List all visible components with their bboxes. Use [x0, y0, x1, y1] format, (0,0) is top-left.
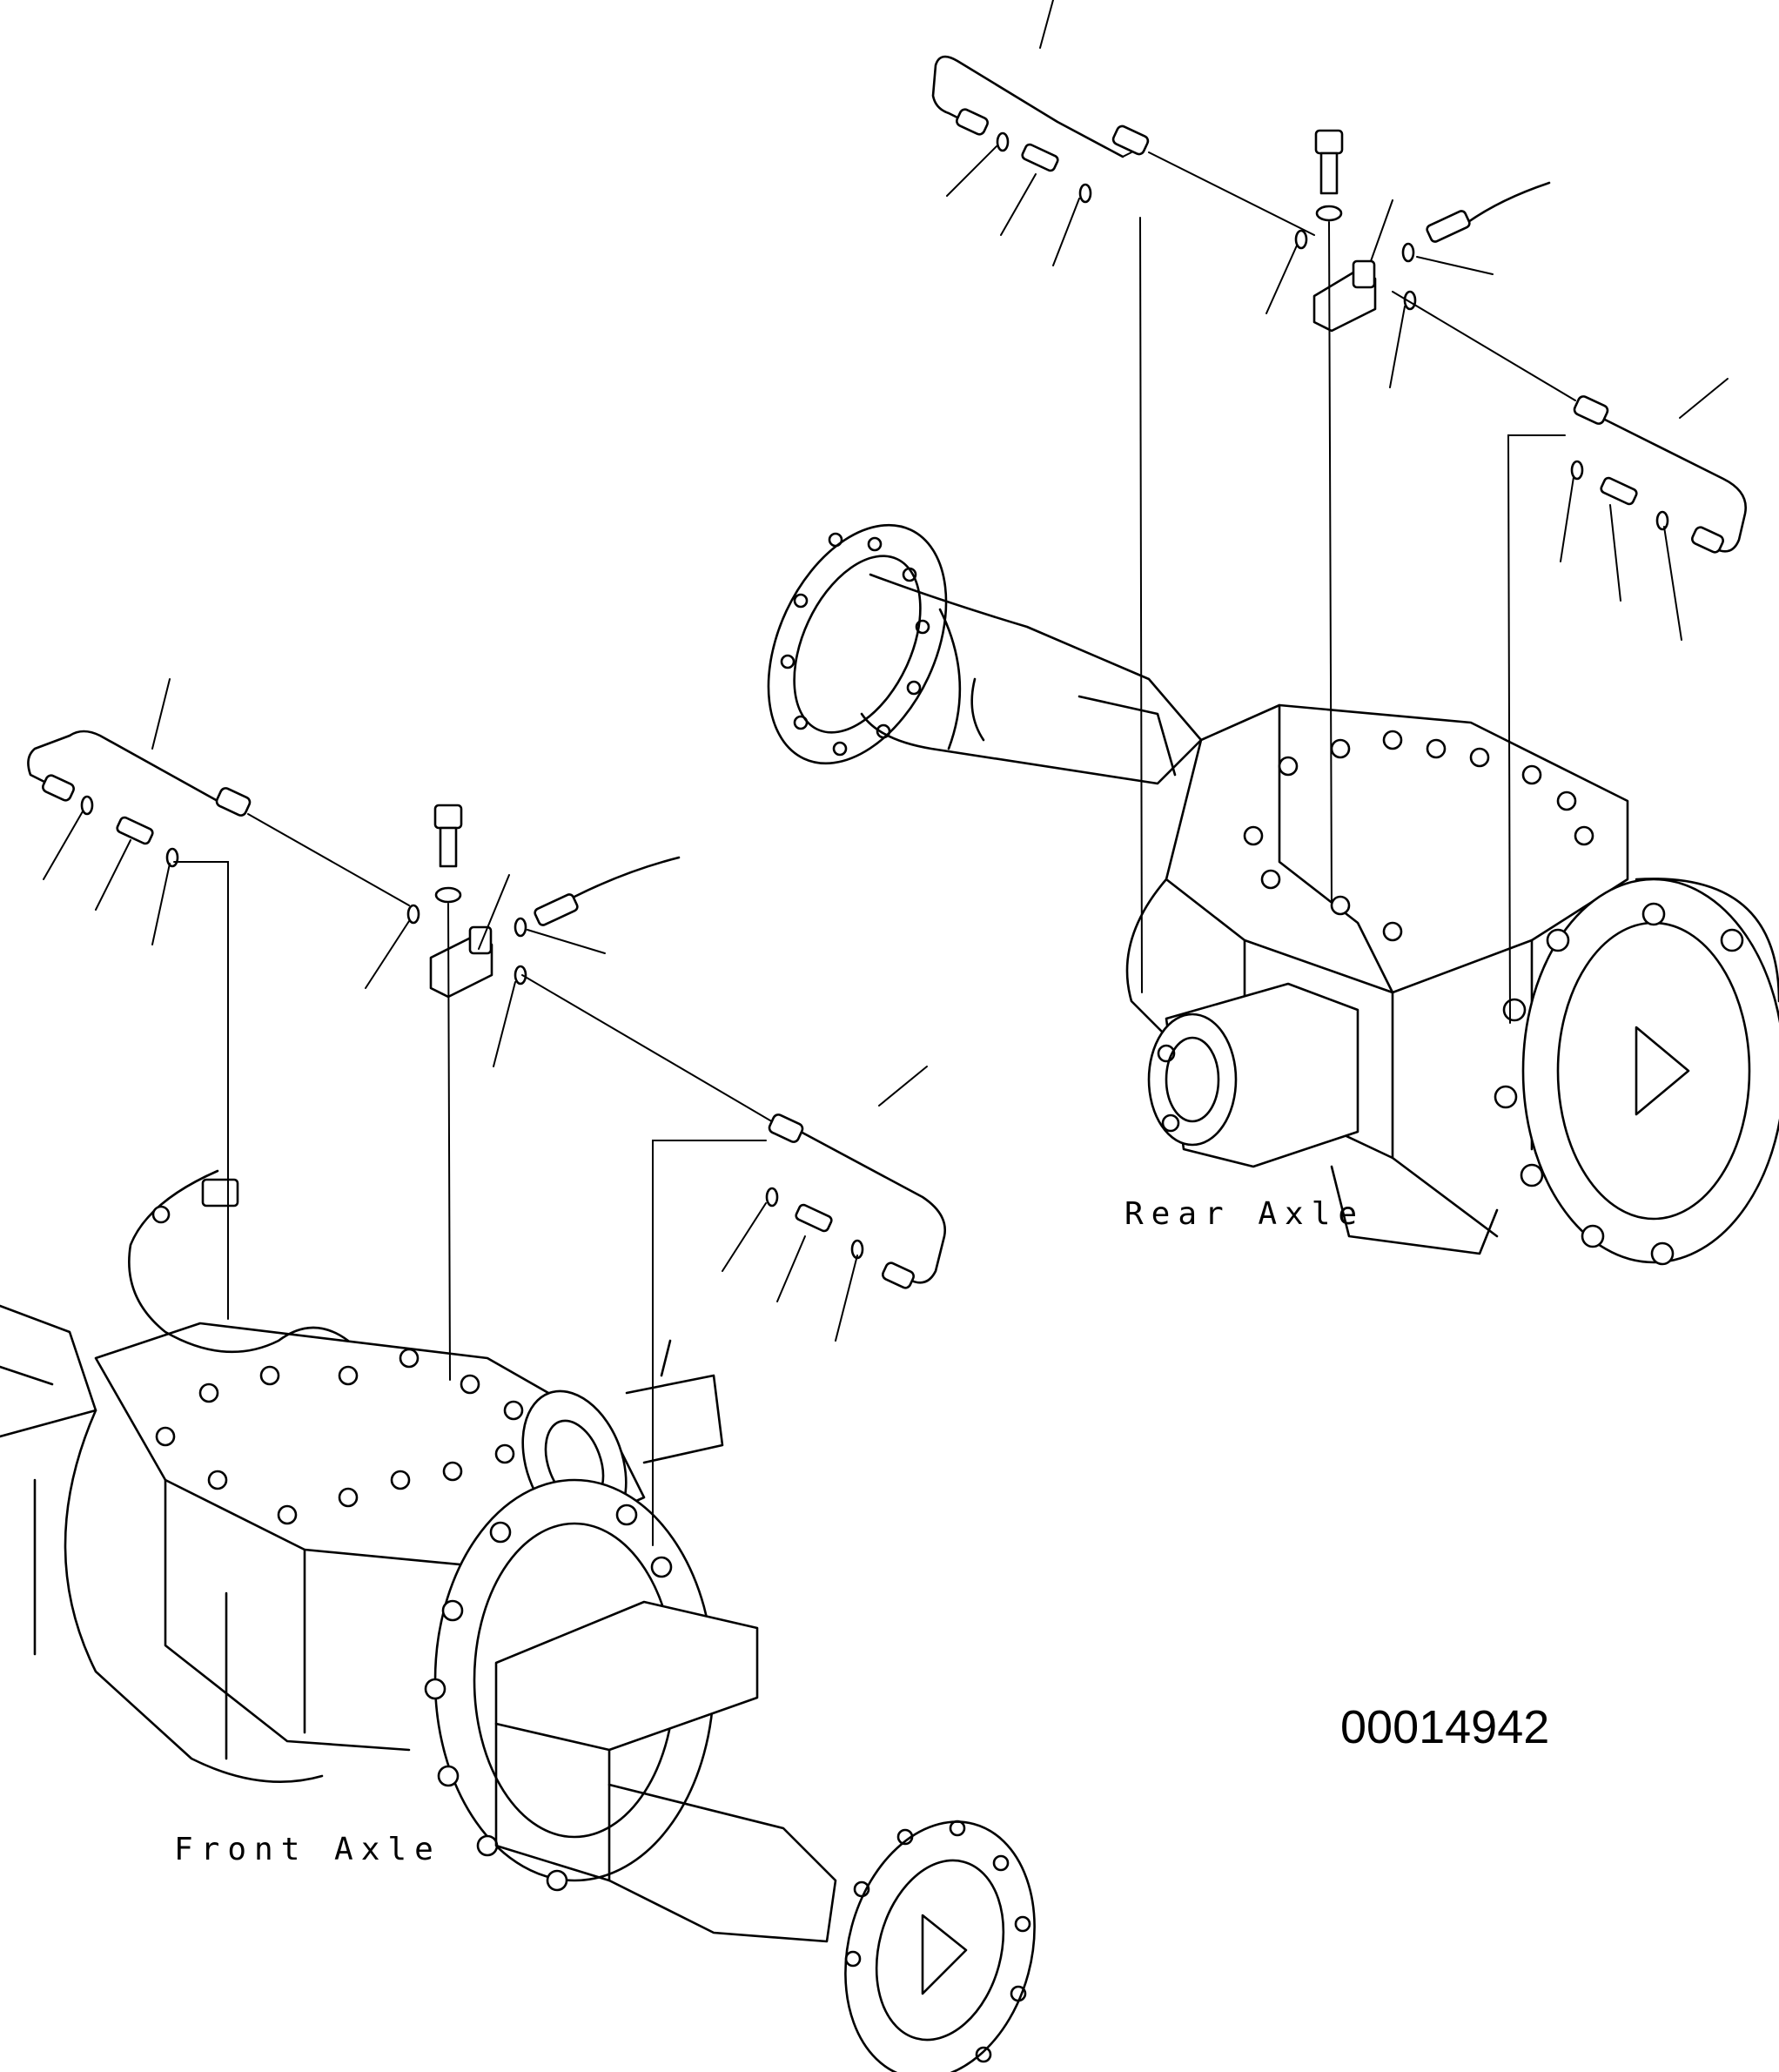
front-fitting-icon: [116, 816, 154, 845]
rear-upper-connector-icon: [956, 108, 989, 136]
rear-lower-nut-icon: [1573, 395, 1609, 425]
o-ring-icon: [406, 904, 420, 925]
o-ring-icon: [80, 795, 94, 816]
front-cover-bolts: [155, 1348, 524, 1525]
o-ring-icon: [1401, 242, 1415, 263]
rear-bolt-icon: [1314, 129, 1344, 195]
rear-axle-assembly: [767, 523, 1779, 1266]
front-wiring-harness-icon: [128, 1169, 350, 1354]
rear-left-hub-icon: [767, 523, 948, 765]
rear-fitting-icon: [1021, 143, 1059, 172]
o-ring-icon: [514, 965, 527, 986]
front-right-hub-icon: [844, 1820, 1036, 2072]
rear-fitting-2-icon: [1600, 476, 1638, 506]
o-ring-icon: [1655, 510, 1669, 531]
rear-cover-bolts: [1243, 730, 1594, 942]
front-fitting-2-icon: [795, 1203, 833, 1233]
front-washer-icon: [434, 886, 462, 904]
o-ring-icon: [1403, 290, 1417, 311]
o-ring-icon: [1294, 229, 1308, 250]
o-ring-icon: [1570, 460, 1584, 481]
rear-brake-tubes: [931, 0, 1748, 1024]
front-axle-label: Front Axle: [174, 1832, 441, 1867]
o-ring-icon: [765, 1187, 779, 1208]
rear-hose-icon: [1426, 181, 1551, 243]
drawing-number: 00014942: [1340, 1701, 1549, 1753]
front-brake-tubes: [27, 678, 947, 1546]
o-ring-icon: [165, 847, 179, 868]
rear-axle-label: Rear Axle: [1124, 1196, 1365, 1232]
o-ring-icon: [1078, 183, 1092, 204]
front-upper-nut-icon: [215, 787, 252, 817]
rear-washer-icon: [1315, 205, 1343, 222]
front-upper-tube-icon: [27, 730, 219, 803]
rear-lower-connector-icon: [1691, 526, 1724, 554]
rear-upper-nut-icon: [1111, 124, 1150, 156]
front-lower-nut-icon: [768, 1113, 804, 1143]
o-ring-icon: [514, 917, 527, 938]
o-ring-icon: [996, 131, 1010, 152]
rear-right-flange-icon: [1494, 878, 1779, 1266]
front-axle-assembly: [0, 1304, 1036, 2072]
front-bolt-icon: [433, 804, 463, 868]
front-lower-connector-icon: [882, 1261, 915, 1289]
rear-input-flange-icon: [1147, 982, 1359, 1168]
rear-upper-tube-icon: [931, 55, 1124, 158]
rear-bracket-icon: [1312, 259, 1377, 333]
front-hose-icon: [534, 856, 681, 926]
front-upper-connector-icon: [42, 774, 75, 802]
front-bracket-icon: [429, 925, 493, 999]
